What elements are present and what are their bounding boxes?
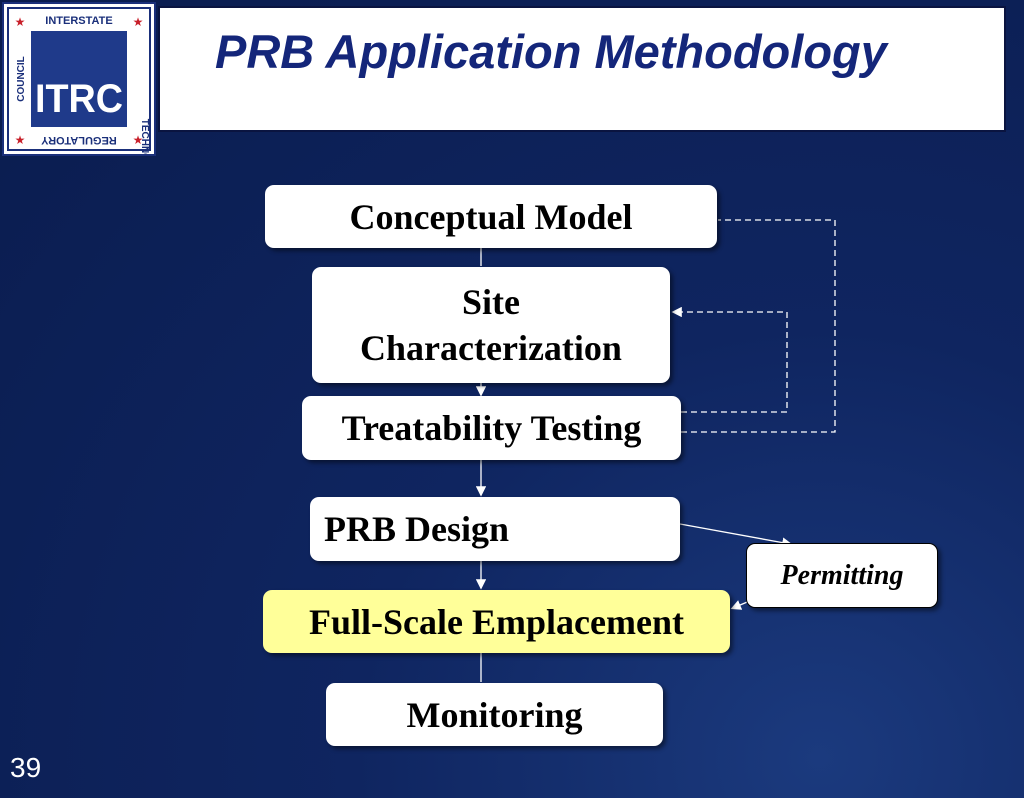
feedback-loop-inner bbox=[671, 306, 788, 413]
star-icon: ★ bbox=[133, 133, 144, 147]
logo-ring-top: INTERSTATE bbox=[45, 15, 112, 27]
itrc-logo-graphic: ITRC INTERSTATE REGULATORY TECHNOLOGY CO… bbox=[7, 7, 151, 154]
logo-ring-left: COUNCIL bbox=[16, 56, 27, 102]
logo-letters: ITRC bbox=[35, 77, 123, 121]
page-number: 39 bbox=[10, 752, 42, 783]
conceptual-model-label: Conceptual Model bbox=[349, 196, 633, 237]
monitoring-box: Monitoring bbox=[326, 683, 663, 746]
logo-ring-bottom: REGULATORY bbox=[41, 134, 117, 146]
treatability-testing-box: Treatability Testing bbox=[302, 396, 681, 460]
title-bar: PRB Application Methodology bbox=[158, 6, 1006, 132]
star-icon: ★ bbox=[15, 15, 26, 29]
slide-title: PRB Application Methodology bbox=[215, 25, 887, 78]
prb-design-label: PRB Design bbox=[324, 509, 510, 549]
feedback-loop-outer bbox=[681, 219, 836, 433]
itrc-logo: ITRC INTERSTATE REGULATORY TECHNOLOGY CO… bbox=[2, 2, 156, 156]
prb-design-box: PRB Design bbox=[310, 497, 680, 561]
conceptual-model-box: Conceptual Model bbox=[265, 185, 717, 248]
full-scale-emplacement-box: Full-Scale Emplacement bbox=[263, 590, 730, 653]
treatability-testing-label: Treatability Testing bbox=[341, 408, 642, 448]
permitting-label: Permitting bbox=[780, 559, 904, 591]
permitting-box: Permitting bbox=[746, 543, 938, 608]
star-icon: ★ bbox=[133, 15, 144, 29]
site-characterization-line2: Characterization bbox=[360, 328, 622, 368]
monitoring-label: Monitoring bbox=[406, 694, 583, 735]
site-characterization-line1: Site bbox=[462, 282, 520, 322]
full-scale-emplacement-label: Full-Scale Emplacement bbox=[309, 601, 684, 642]
logo-ring-right: TECHNOLOGY bbox=[139, 119, 150, 154]
site-characterization-box: Site Characterization bbox=[312, 267, 670, 383]
design-to-permitting-arrow bbox=[679, 523, 793, 548]
star-icon: ★ bbox=[15, 133, 26, 147]
